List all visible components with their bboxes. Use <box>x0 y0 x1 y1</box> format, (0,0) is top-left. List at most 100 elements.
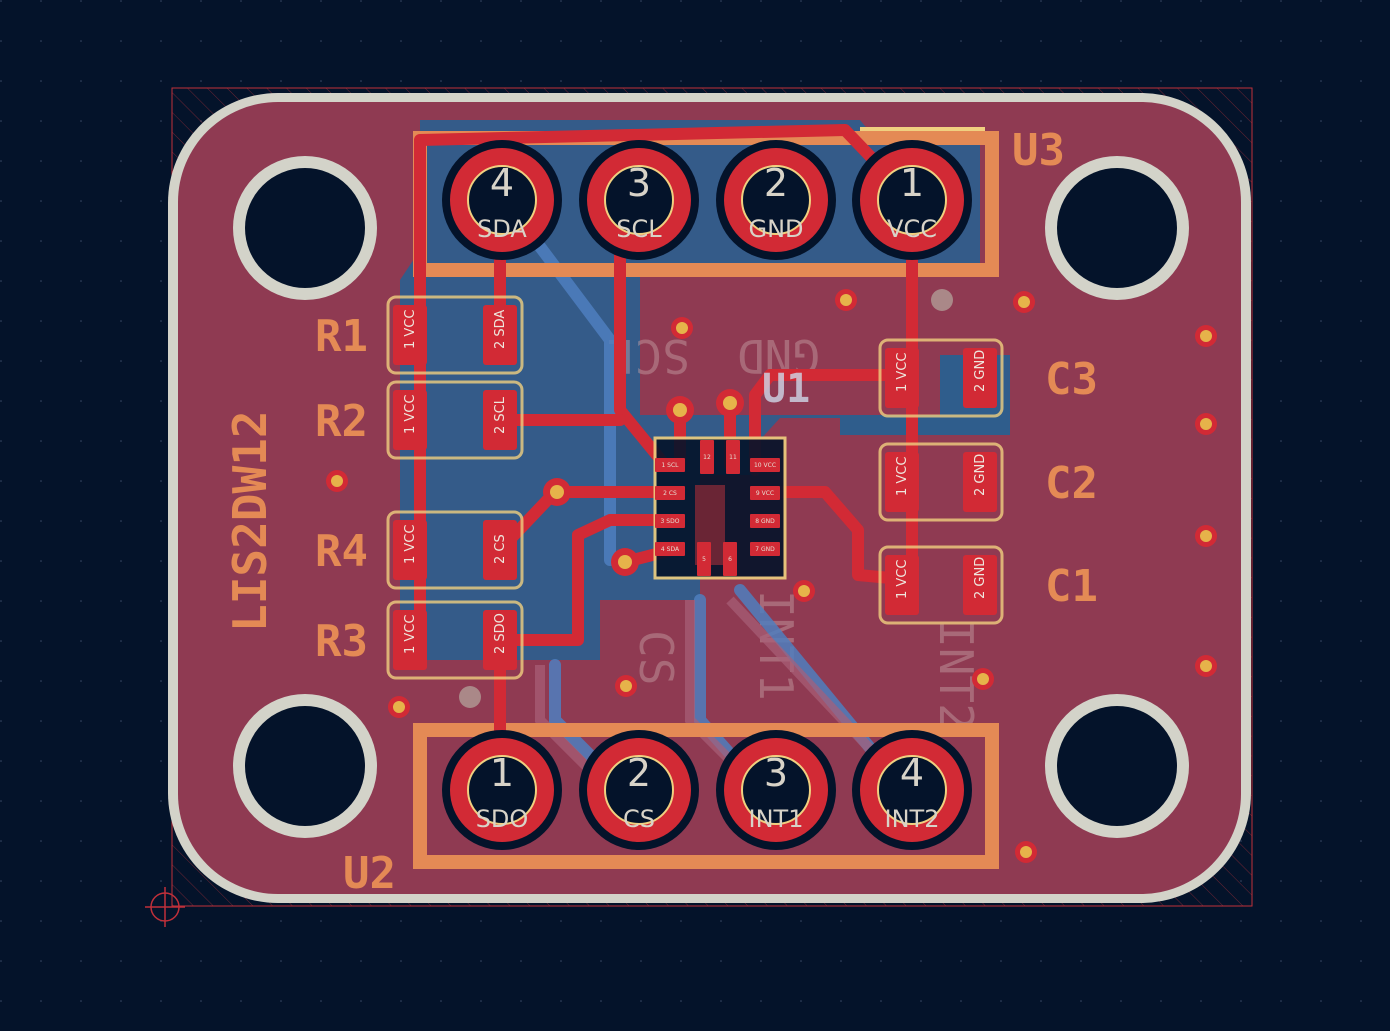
ic-pin-11: 11 <box>726 440 740 474</box>
capacitor-c3[interactable]: 1 VCC 2 GND C3 <box>878 338 1098 418</box>
smd-pad-2 <box>483 390 517 450</box>
pad-net-name: SCL <box>616 215 662 243</box>
pad-number: 3 <box>627 161 651 205</box>
pad-net-name: INT1 <box>749 805 804 833</box>
capacitor-c1-ref: C1 <box>1045 561 1098 612</box>
pad-number: 3 <box>764 751 788 795</box>
smd-pad-1 <box>885 348 919 408</box>
pad-drill <box>467 755 537 825</box>
u2-ref: U2 <box>343 848 396 899</box>
u2-silk-outline <box>413 723 999 869</box>
pad-number: 4 <box>490 161 514 205</box>
component-outline <box>878 338 1004 418</box>
svg-text:6: 6 <box>728 556 732 563</box>
component-outline <box>878 545 1004 625</box>
ic-pin-1: 1 SCL <box>655 458 685 472</box>
smd-pad-1 <box>885 452 919 512</box>
component-outline <box>386 380 524 460</box>
u3-ref: U3 <box>1012 125 1065 176</box>
smd-pad-label: 2 GND <box>973 350 988 392</box>
svg-text:3 SDO: 3 SDO <box>661 518 680 525</box>
component-outline <box>386 295 524 375</box>
pad-number: 2 <box>764 161 788 205</box>
pad-drill <box>741 755 811 825</box>
pad-number: 4 <box>900 751 924 795</box>
smd-pad-label: 1 VCC <box>403 395 418 434</box>
svg-text:1 SCL: 1 SCL <box>661 462 679 469</box>
component-outline <box>386 510 524 590</box>
svg-text:12: 12 <box>703 454 711 461</box>
smd-pad-label: 2 CS <box>493 534 508 564</box>
pad-drill <box>741 165 811 235</box>
ic-pin-10: 10 VCC <box>750 458 780 472</box>
resistor-r2-ref: R2 <box>315 396 368 447</box>
pad-drill <box>877 755 947 825</box>
u2-pin-2[interactable]: 2CS <box>579 730 699 850</box>
pad-net-name: SDO <box>476 805 529 833</box>
ic-pin-7: 7 GND <box>750 542 780 556</box>
ic-pin-5: 5 <box>697 542 711 576</box>
svg-text:10 VCC: 10 VCC <box>754 462 776 469</box>
resistor-r1-ref: R1 <box>315 311 368 362</box>
ic-pin-2: 2 CS <box>655 486 685 500</box>
pad-number: 2 <box>627 751 651 795</box>
smd-pad-label: 1 VCC <box>403 615 418 654</box>
svg-text:8 GND: 8 GND <box>755 518 775 525</box>
capacitor-c2-ref: C2 <box>1045 458 1098 509</box>
pad-number: 1 <box>490 751 514 795</box>
smd-pad-label: 2 SDO <box>493 613 508 654</box>
resistor-r3[interactable]: 1 VCC 2 SDO R3 <box>315 600 524 680</box>
back-traces-pink <box>535 596 894 784</box>
pad-drill <box>604 755 674 825</box>
resistor-r4-ref: R4 <box>315 526 368 577</box>
vias <box>326 289 1217 863</box>
pad-net-name: INT2 <box>885 805 940 833</box>
resistor-r4[interactable]: 1 VCC 2 CS R4 <box>315 510 524 590</box>
pad-net-name: GND <box>748 215 803 243</box>
ic-pin-6: 6 <box>723 542 737 576</box>
pad-number: 1 <box>900 161 924 205</box>
smd-pad-2 <box>483 520 517 580</box>
smd-pad-1 <box>393 610 427 670</box>
smd-pad-2 <box>963 348 997 408</box>
board-title: LIS2DW12 <box>223 410 277 632</box>
svg-text:7 GND: 7 GND <box>755 546 775 553</box>
pad-drill <box>604 165 674 235</box>
pad-drill <box>467 165 537 235</box>
capacitor-c3-ref: C3 <box>1045 354 1098 405</box>
smd-pad-2 <box>483 305 517 365</box>
origin-marker <box>145 887 185 927</box>
back-silk-cs: CS <box>629 630 683 685</box>
smd-pad-label: 1 VCC <box>403 525 418 564</box>
smd-pad-label: 2 GND <box>973 454 988 496</box>
smd-pad-label: 1 VCC <box>403 310 418 349</box>
svg-text:5: 5 <box>702 556 706 563</box>
resistor-r3-ref: R3 <box>315 616 368 667</box>
ic-pin-3: 3 SDO <box>655 514 685 528</box>
smd-pad-label: 1 VCC <box>895 560 910 599</box>
mounting-holes <box>233 156 1189 838</box>
component-outline <box>878 442 1004 522</box>
ic-pin-12: 12 <box>700 440 714 474</box>
ic-pin-4: 4 SDA <box>655 542 685 556</box>
component-outline <box>386 600 524 680</box>
ic-pin-8: 8 GND <box>750 514 780 528</box>
smd-pad-label: 1 VCC <box>895 353 910 392</box>
